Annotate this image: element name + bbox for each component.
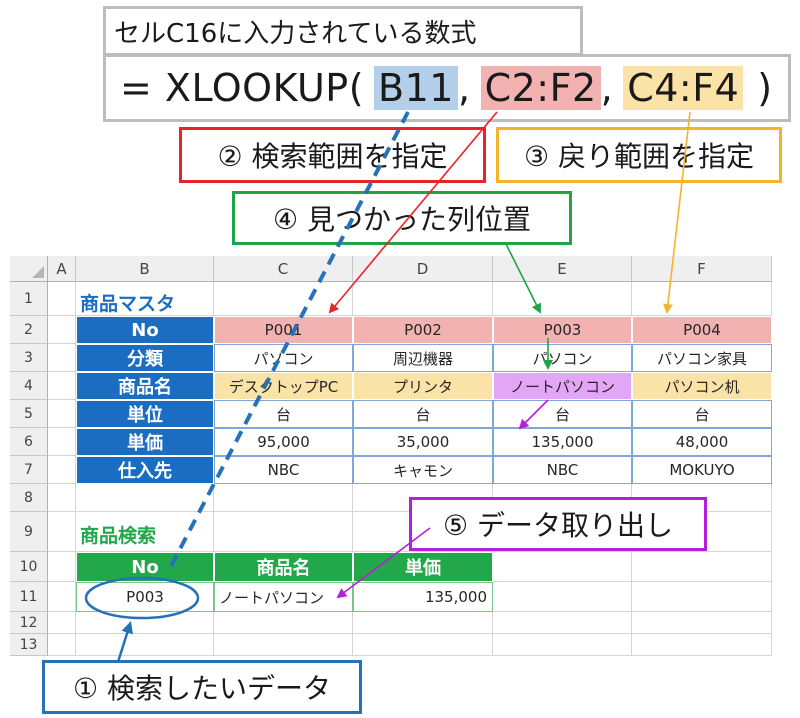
callout-lookup-value: ① 検索したいデータ (42, 660, 362, 714)
row-header-3[interactable]: 3 (10, 344, 48, 372)
master-header-category[interactable]: 分類 (76, 344, 214, 372)
callout-found-column: ④ 見つかった列位置 (232, 191, 572, 245)
column-header-b[interactable]: B (76, 256, 214, 282)
formula-separator: , (600, 66, 614, 110)
callout-data-extraction: ⑤ データ取り出し (409, 497, 707, 551)
column-header-c[interactable]: C (214, 256, 353, 282)
master-cell[interactable]: デスクトップPC (214, 372, 353, 400)
master-header-unit-price[interactable]: 単価 (76, 428, 214, 456)
master-header-no[interactable]: No (76, 316, 214, 344)
master-cell[interactable]: プリンタ (353, 372, 493, 400)
search-result-unit-price[interactable]: 135,000 (353, 582, 493, 612)
formula-display: = XLOOKUP( B11 , C2:F2 , C4:F4 ) (103, 54, 791, 122)
master-cell[interactable]: 35,000 (353, 428, 493, 456)
master-cell[interactable]: 台 (493, 400, 632, 428)
search-header-no[interactable]: No (76, 552, 214, 582)
master-cell[interactable]: 台 (353, 400, 493, 428)
search-header-unit-price[interactable]: 単価 (353, 552, 493, 582)
master-cell[interactable]: 95,000 (214, 428, 353, 456)
search-header-product-name[interactable]: 商品名 (214, 552, 353, 582)
select-all-icon (32, 266, 44, 278)
search-section-title: 商品検索 (80, 525, 157, 547)
row-header-7[interactable]: 7 (10, 456, 48, 484)
master-cell[interactable]: パソコン (493, 344, 632, 372)
master-cell[interactable]: パソコン家具 (632, 344, 772, 372)
row-header-13[interactable]: 13 (10, 634, 48, 656)
master-cell[interactable]: 周辺機器 (353, 344, 493, 372)
search-result-product-name[interactable]: ノートパソコン (214, 582, 353, 612)
master-header-unit[interactable]: 単位 (76, 400, 214, 428)
formula-caption: セルC16に入力されている数式 (103, 6, 583, 56)
column-header-e[interactable]: E (493, 256, 632, 282)
master-header-supplier[interactable]: 仕入先 (76, 456, 214, 484)
master-cell[interactable]: パソコン (214, 344, 353, 372)
master-cell[interactable]: キャモン (353, 456, 493, 484)
callout-lookup-range: ② 検索範囲を指定 (179, 127, 486, 183)
master-cell[interactable]: 台 (632, 400, 772, 428)
formula-prefix: = XLOOKUP( (120, 66, 365, 110)
master-header-product-name[interactable]: 商品名 (76, 372, 214, 400)
spreadsheet-grid[interactable]: A B C D E F 1 2 3 4 5 6 7 8 9 10 11 12 1… (0, 256, 800, 658)
master-cell[interactable]: P001 (214, 316, 353, 344)
row-header-8[interactable]: 8 (10, 484, 48, 512)
row-header-4[interactable]: 4 (10, 372, 48, 400)
row-header-10[interactable]: 10 (10, 552, 48, 582)
formula-arg-lookup-value: B11 (374, 66, 458, 110)
master-cell[interactable]: P004 (632, 316, 772, 344)
master-cell[interactable]: MOKUYO (632, 456, 772, 484)
row-header-1[interactable]: 1 (10, 282, 48, 316)
master-cell[interactable]: 台 (214, 400, 353, 428)
master-cell[interactable]: NBC (493, 456, 632, 484)
column-header-d[interactable]: D (353, 256, 493, 282)
column-header-a[interactable]: A (48, 256, 76, 282)
row-header-6[interactable]: 6 (10, 428, 48, 456)
formula-separator: , (457, 66, 471, 110)
formula-arg-return-array: C4:F4 (623, 66, 744, 110)
callout-return-range: ③ 戻り範囲を指定 (496, 127, 782, 183)
master-cell[interactable]: P003 (493, 316, 632, 344)
master-section-title: 商品マスタ (80, 293, 176, 315)
formula-suffix: ) (757, 66, 773, 110)
column-header-f[interactable]: F (632, 256, 772, 282)
master-cell[interactable]: 48,000 (632, 428, 772, 456)
master-cell[interactable]: パソコン机 (632, 372, 772, 400)
master-cell[interactable]: 135,000 (493, 428, 632, 456)
formula-arg-lookup-array: C2:F2 (480, 66, 601, 110)
master-cell-found[interactable]: ノートパソコン (493, 372, 632, 400)
row-header-12[interactable]: 12 (10, 612, 48, 634)
master-cell[interactable]: P002 (353, 316, 493, 344)
row-header-9[interactable]: 9 (10, 512, 48, 552)
row-header-5[interactable]: 5 (10, 400, 48, 428)
select-all-corner[interactable] (10, 256, 48, 282)
master-cell[interactable]: NBC (214, 456, 353, 484)
row-header-2[interactable]: 2 (10, 316, 48, 344)
search-input-no[interactable]: P003 (76, 582, 214, 612)
row-header-11[interactable]: 11 (10, 582, 48, 612)
